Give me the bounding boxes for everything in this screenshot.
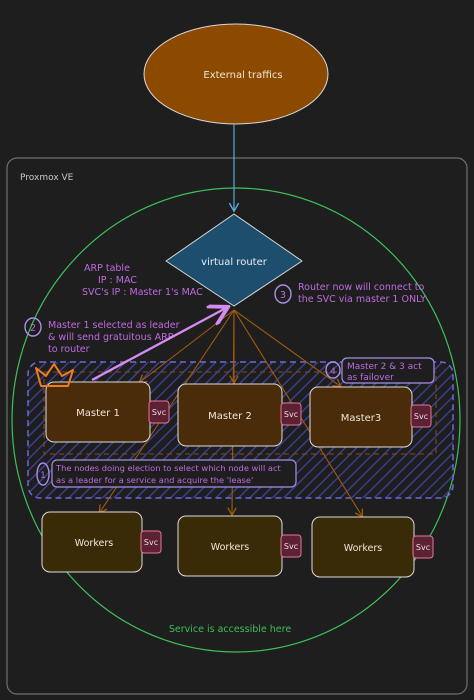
master-3-node: Master3 Svc (309, 386, 432, 448)
step-2-badge (24, 317, 42, 337)
worker-1-svc (140, 530, 162, 554)
arp-table-title: ARP table (84, 263, 130, 274)
service-boundary (11, 187, 461, 653)
step-2-line1: Master 1 selected as leader (48, 320, 180, 331)
step-4-number: 4 (330, 367, 336, 377)
step-3-badge (274, 284, 292, 304)
proxmox-container (6, 157, 468, 695)
worker-3-svc-label: Svc (416, 543, 430, 552)
virtual-router-label: virtual router (201, 257, 268, 268)
step-1-line2: as a leader for a service and acquire th… (56, 475, 253, 485)
step-3-number: 3 (280, 290, 286, 301)
worker-3-svc (412, 535, 434, 559)
master-1-node: Master 1 Svc (45, 381, 170, 443)
service-accessible-label: Service is accessible here (169, 624, 291, 635)
router-to-master3-arrow (233, 309, 340, 386)
gratuitous-arp-arrow (91, 308, 226, 382)
master-3-svc (410, 404, 432, 428)
step-2-number: 2 (30, 323, 36, 334)
external-traffic-node (143, 23, 329, 125)
step-4-box (341, 357, 435, 384)
step-4-line2: as failover (347, 373, 394, 383)
worker-1-node: Workers Svc (41, 511, 162, 573)
master-1-svc (148, 400, 170, 424)
master-2-svc-label: Svc (284, 410, 298, 419)
step-4-line1: Master 2 & 3 act (347, 362, 422, 372)
master-2-svc (280, 402, 302, 426)
masters-region (43, 371, 437, 455)
step-1-number: 1 (40, 471, 46, 481)
step-3-line2: the SVC via master 1 ONLY (298, 294, 426, 305)
step-1-badge (36, 462, 50, 486)
proxmox-label: Proxmox VE (20, 173, 74, 183)
worker-1-svc-label: Svc (144, 538, 158, 547)
master-3-svc-label: Svc (414, 412, 428, 421)
arp-table-header: IP : MAC (98, 275, 137, 286)
step-2-line3: to router (48, 344, 90, 355)
master-3-label: Master3 (341, 413, 382, 424)
step-1-box (51, 459, 297, 488)
worker-1-label: Workers (75, 538, 113, 549)
crown-icon (35, 363, 74, 387)
master-1-label: Master 1 (76, 408, 120, 419)
arp-table-entry: SVC's IP : Master 1's MAC (82, 287, 203, 298)
worker-2-node: Workers Svc (177, 515, 302, 577)
step-4-badge (325, 361, 341, 379)
worker-3-node: Workers Svc (311, 516, 434, 578)
master-1-svc-label: Svc (152, 408, 166, 417)
step-3-line1: Router now will connect to (298, 282, 424, 293)
worker-2-label: Workers (211, 542, 249, 553)
external-traffic-label: External traffics (203, 70, 282, 81)
virtual-router-node (165, 213, 303, 307)
worker-3-label: Workers (344, 543, 382, 554)
master-2-node: Master 2 Svc (177, 383, 302, 447)
worker-2-svc (280, 534, 302, 558)
worker-2-svc-label: Svc (284, 542, 298, 551)
step-1-line1: The nodes doing election to select which… (55, 463, 282, 473)
master-2-label: Master 2 (208, 411, 252, 422)
step-2-line2: & will send gratuitous ARP (48, 332, 174, 343)
